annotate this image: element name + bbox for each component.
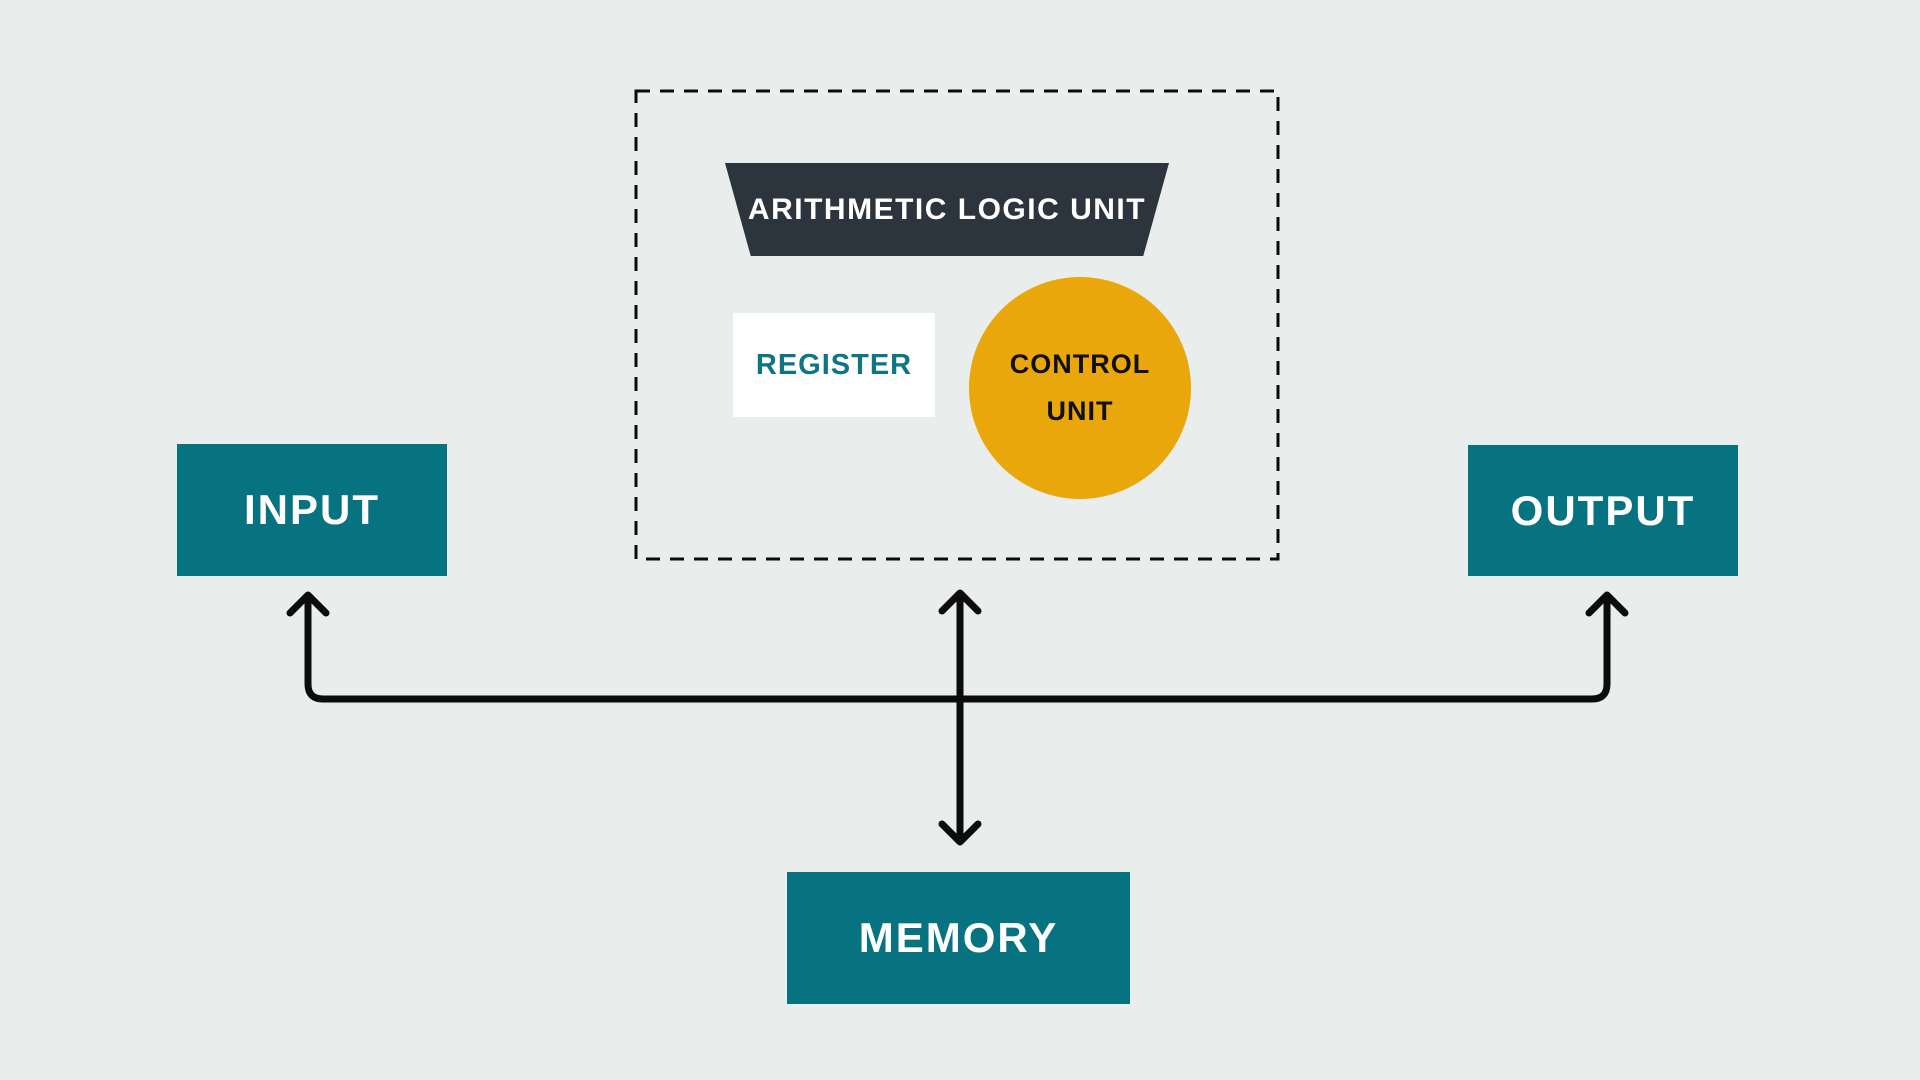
cpu-dashed-boundary [634, 89, 1280, 561]
arrowhead-up-output-icon [1585, 591, 1629, 617]
input-block: INPUT [177, 444, 447, 576]
arrowhead-up-cpu-icon [938, 589, 982, 615]
control-unit-label-line1: CONTROL [1009, 349, 1151, 379]
output-block: OUTPUT [1468, 445, 1738, 576]
arrowhead-up-input-icon [286, 591, 330, 617]
control-unit-block: CONTROL UNIT [969, 277, 1191, 499]
control-unit-label-line2: UNIT [1046, 396, 1114, 426]
alu-block: ARITHMETIC LOGIC UNIT [725, 163, 1169, 256]
register-block: REGISTER [733, 313, 935, 417]
memory-block: MEMORY [787, 872, 1130, 1004]
output-label: OUTPUT [1510, 486, 1696, 534]
input-label: INPUT [244, 486, 380, 533]
arrowhead-down-memory-icon [938, 820, 982, 846]
register-label: REGISTER [755, 348, 913, 381]
alu-label: ARITHMETIC LOGIC UNIT [747, 192, 1147, 226]
memory-label: MEMORY [858, 914, 1059, 961]
